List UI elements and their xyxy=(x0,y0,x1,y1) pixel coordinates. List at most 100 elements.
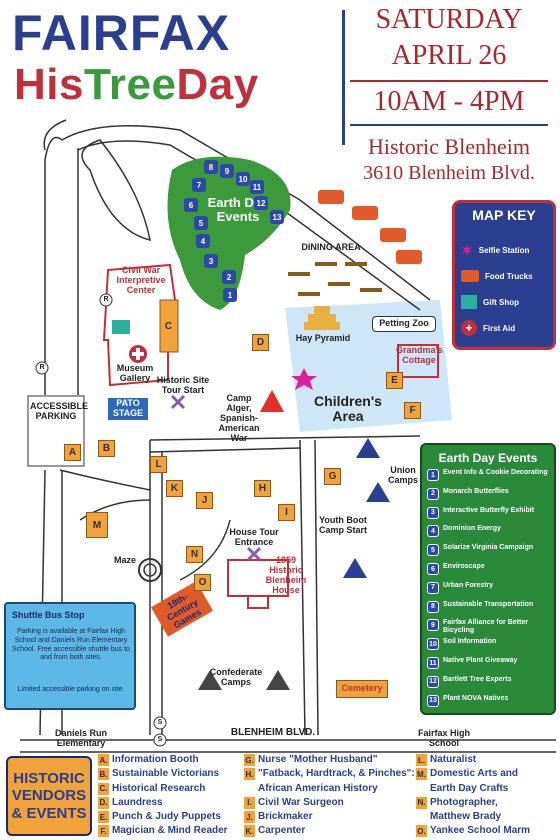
vendor-letter: N. xyxy=(416,796,427,809)
key-food-trucks: Food Trucks xyxy=(461,267,557,285)
house-tour-x xyxy=(246,546,262,562)
vendor-item: A.Information Booth xyxy=(98,754,228,768)
earth-day-marker-4: 4 xyxy=(196,234,210,248)
event-number: 2 xyxy=(427,487,439,500)
confederate-camp-triangle xyxy=(198,670,222,690)
event-hours: 10AM - 4PM xyxy=(373,86,525,117)
vendor-label: Civil War Surgeon xyxy=(258,796,344,808)
restroom-marker: R xyxy=(103,296,109,303)
camp-alger-triangle xyxy=(260,390,284,412)
vendor-letter: L. xyxy=(416,754,427,766)
earth-day-marker-7: 7 xyxy=(192,178,206,192)
title-histreeday: HisTreeDay xyxy=(14,60,259,110)
earth-day-zone xyxy=(167,156,291,310)
shuttle-info-box: Shuttle Bus Stop Parking is available at… xyxy=(4,602,136,710)
vendor-item: G.Nurse "Mother Husband" xyxy=(244,754,415,768)
vendor-item: H."Fatback, Hardtrack, & Pinches": xyxy=(244,768,415,782)
vendor-item: E.Punch & Judy Puppets xyxy=(98,811,228,825)
camp-alger-label: Camp Alger, Spanish-American War xyxy=(218,393,260,443)
vendor-label: Earth Day Crafts xyxy=(430,782,509,794)
earth-day-label: Earth Day Events xyxy=(207,195,269,225)
first-aid-icon: + xyxy=(461,320,477,336)
event-number: 9 xyxy=(427,619,439,632)
vendor-letter: M. xyxy=(416,768,427,781)
petting-zoo-label: Petting Zoo xyxy=(372,316,436,332)
title-tree: Tree xyxy=(83,60,177,109)
vendor-item: M.Domestic Arts and xyxy=(416,768,530,782)
grandmas-cottage-building xyxy=(397,344,439,378)
vendor-letter: D. xyxy=(98,796,109,809)
event-label: Bartlett Tree Experts xyxy=(443,675,512,683)
earth-day-event-item: 5 Solarize Virginia Campaign xyxy=(427,544,555,557)
event-number: 6 xyxy=(427,563,439,575)
selfie-star-icon xyxy=(291,368,317,390)
header-rule xyxy=(350,124,548,126)
tour-start-label: Historic Site Tour Start xyxy=(156,375,210,395)
vendor-letter: E. xyxy=(98,811,109,824)
food-truck-icon xyxy=(461,270,479,282)
blenheim-blvd-label: BLENHEIM BLVD. xyxy=(230,727,316,738)
event-address: 3610 Blenheim Blvd. xyxy=(363,162,535,184)
vendor-label: Sustainable Victorians xyxy=(112,768,220,780)
event-label: Solarize Virginia Campaign xyxy=(443,544,534,552)
dining-area-label: DINING AREA xyxy=(301,242,361,252)
event-label: Sustainable Transportation xyxy=(443,600,534,608)
earth-day-event-item: 8 Sustainable Transportation xyxy=(427,600,555,613)
vendors-column: G.Nurse "Mother Husband"H."Fatback, Hard… xyxy=(244,754,415,840)
childrens-area-zone xyxy=(285,300,452,432)
event-venue: Historic Blenheim xyxy=(368,134,530,159)
confederate-camp-triangle xyxy=(266,670,290,690)
event-number: 4 xyxy=(427,525,439,538)
vendor-letter: C. xyxy=(98,782,109,795)
vendor-label: Laundress xyxy=(112,796,163,808)
event-label: Enviroscape xyxy=(443,563,485,570)
earth-day-marker-11: 11 xyxy=(250,180,264,194)
event-number: 5 xyxy=(427,544,439,557)
zone-c: C xyxy=(164,321,173,332)
zone-d: D xyxy=(252,334,269,351)
event-date: APRIL 26 xyxy=(391,40,507,71)
event-number: 10 xyxy=(427,638,439,651)
key-selfie-station: ✶ Selfie Station xyxy=(461,241,557,259)
key-label: First Aid xyxy=(483,323,516,333)
fairfax-high-label: Fairfax High School xyxy=(417,728,470,748)
vendor-label: Nurse "Mother Husband" xyxy=(258,754,378,765)
civil-war-center-building xyxy=(102,263,177,387)
vendor-label: Photographer, xyxy=(430,796,498,808)
vendor-label: Brickmaker xyxy=(258,811,313,823)
vendors-title: HISTORIC VENDORS & EVENTS xyxy=(6,756,92,836)
shuttle-title: Shuttle Bus Stop xyxy=(12,610,85,620)
key-label: Food Trucks xyxy=(485,271,533,281)
civil-war-center-label: Civil War Interpretive Center xyxy=(116,265,166,295)
museum-gallery-label: Museum Gallery xyxy=(116,363,154,383)
gift-icon xyxy=(461,295,477,309)
vendor-letter: J. xyxy=(244,811,255,824)
restroom-marker: R xyxy=(39,364,45,371)
dining-tables xyxy=(288,262,382,296)
childrens-area-label: Children's Area xyxy=(314,393,382,425)
title-fairfax: FAIRFAX xyxy=(12,5,231,61)
daniels-run-label: Daniels Run Elementary xyxy=(54,728,107,748)
earth-day-marker-1: 1 xyxy=(223,288,237,302)
map-key-title: MAP KEY xyxy=(472,207,536,223)
vendor-item: K.Carpenter xyxy=(244,825,415,839)
vendor-letter: O. xyxy=(416,825,427,838)
vendor-label: Domestic Arts and xyxy=(430,768,518,780)
event-number: 12 xyxy=(427,675,439,688)
vendor-letter: I. xyxy=(244,796,255,809)
union-camps-label: Union Camps xyxy=(387,465,418,485)
event-number: 8 xyxy=(427,600,439,613)
vendor-item: F.Magician & Mind Reader xyxy=(98,825,228,839)
vendor-item: J.Brickmaker xyxy=(244,811,415,825)
vendor-item: Earth Day Crafts xyxy=(416,783,530,797)
earth-day-marker-6: 6 xyxy=(184,198,198,212)
zone-n: N xyxy=(186,546,203,563)
event-number: 13 xyxy=(427,694,439,707)
zone-j: J xyxy=(196,492,213,509)
blenheim-house-label: 1859 Historic Blenheim House xyxy=(265,555,307,595)
header-divider xyxy=(342,10,345,145)
